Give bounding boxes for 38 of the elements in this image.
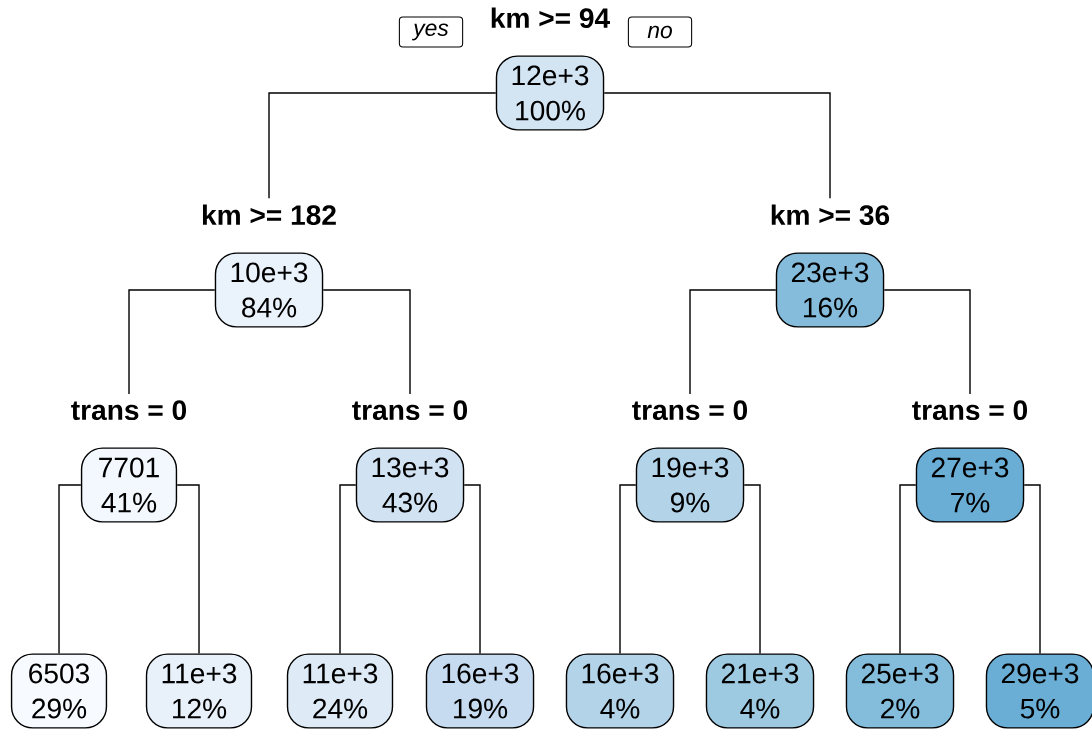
tree-node: 29e+3 5%	[985, 653, 1092, 729]
tree-branch	[689, 289, 777, 395]
tree-node: 10e+3 84% km >= 182	[202, 204, 336, 328]
tree-node: 23e+3 16% km >= 36	[771, 204, 890, 328]
tree-branch	[1023, 484, 1041, 655]
tree-node: 11e+3 24%	[286, 653, 394, 729]
tree-node: 25e+3 2%	[845, 653, 955, 729]
tag-box: yes	[398, 16, 464, 48]
tree-branch	[603, 92, 831, 199]
tree-node: 16e+3 19%	[425, 653, 535, 729]
tree-node: 16e+3 4%	[565, 653, 675, 729]
tree-node: 11e+3 12%	[145, 653, 253, 729]
tree-node: 12e+3 100% km >= 94	[491, 7, 610, 131]
node-label: trans = 0	[71, 400, 187, 421]
tree-branch	[899, 484, 917, 655]
tree-branch	[268, 92, 497, 199]
node-label: km >= 94	[491, 7, 610, 29]
tree-node: 7701 41% trans = 0	[71, 400, 186, 523]
node-label: trans = 0	[912, 400, 1028, 421]
tree-branch	[339, 484, 357, 655]
tree-branch	[463, 484, 481, 655]
tree-node: 13e+3 43% trans = 0	[352, 400, 467, 523]
tree-node: 27e+3 7% trans = 0	[912, 400, 1027, 523]
tree-node: 6503 29%	[10, 653, 108, 729]
node-label: km >= 36	[771, 204, 890, 226]
tree-branch	[58, 484, 82, 655]
node-label: km >= 182	[202, 204, 336, 226]
tree-node: 21e+3 4%	[705, 653, 815, 729]
node-label: trans = 0	[352, 400, 468, 421]
tree-branch	[619, 484, 637, 655]
node-label: trans = 0	[632, 400, 748, 421]
tree-node: 19e+3 9% trans = 0	[632, 400, 747, 523]
tree-branch	[128, 289, 216, 395]
tree-branch	[743, 484, 761, 655]
tree-branch	[883, 289, 971, 395]
tree-branch	[322, 289, 411, 395]
tag-box: no	[627, 16, 693, 48]
tree-branch	[176, 484, 200, 655]
